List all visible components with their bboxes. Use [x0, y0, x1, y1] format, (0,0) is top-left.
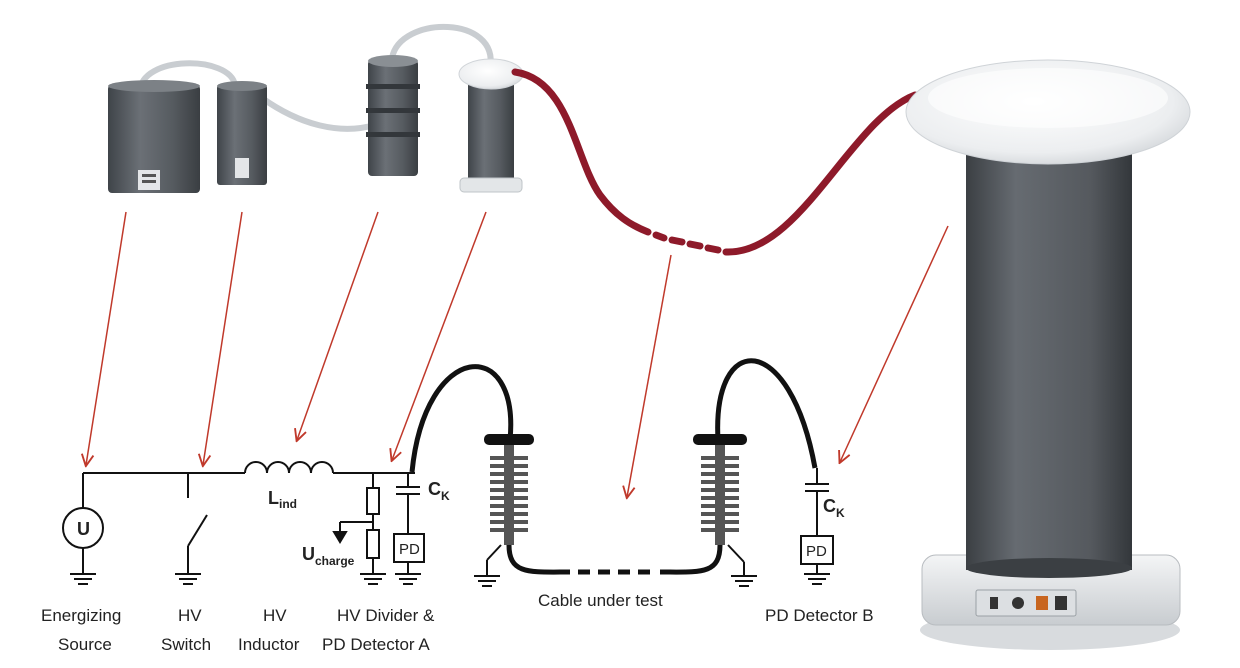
- caption-switch-line1: HV: [178, 606, 202, 625]
- coupling-capacitor-a: [393, 473, 425, 585]
- arrow-to-switch: [203, 211, 243, 465]
- cable-loop-right: [715, 358, 818, 469]
- arrow-to-divider: [392, 211, 487, 460]
- termination-right: [693, 434, 757, 587]
- charge-voltage-label: Ucharge: [302, 544, 355, 568]
- termination-left: [474, 434, 534, 587]
- hv-divider-unit: [458, 58, 524, 193]
- arrow-to-inductor: [297, 211, 379, 440]
- arrow-to-cable: [627, 254, 672, 497]
- source-symbol-label: U: [77, 519, 90, 539]
- caption-detector-b: PD Detector B: [765, 606, 874, 625]
- caption-switch-line2: Switch: [161, 635, 211, 654]
- arrow-to-detector-b: [840, 225, 949, 462]
- hose-3: [389, 23, 494, 69]
- hv-inductor-unit: [366, 55, 420, 176]
- cap-a-label: CK: [428, 479, 450, 503]
- arrow-group: [86, 211, 949, 497]
- caption-energizing-line2: Source: [58, 635, 112, 654]
- pd-detector-b-label: PD: [806, 543, 827, 560]
- inductor-symbol-label: Lind: [268, 488, 297, 511]
- resonant-test-tower: [905, 59, 1191, 650]
- red-hv-cable: [511, 68, 919, 256]
- caption-divider-line1: HV Divider &: [337, 606, 435, 625]
- pd-detector-a-label: PD: [399, 541, 420, 558]
- caption-divider-line2: PD Detector A: [322, 635, 430, 654]
- caption-energizing-line1: Energizing: [41, 606, 121, 625]
- caption-inductor-line2: Inductor: [238, 635, 300, 654]
- coupling-capacitor-b: [800, 468, 834, 585]
- divider-symbol: [332, 473, 386, 585]
- cable-loop-left: [409, 364, 514, 473]
- arrow-to-source: [86, 211, 127, 465]
- cap-b-label: CK: [823, 496, 845, 520]
- switch-symbol: [175, 473, 208, 585]
- inductor-symbol: [244, 461, 334, 474]
- caption-inductor-line1: HV: [263, 606, 287, 625]
- hose-2: [260, 95, 376, 132]
- caption-cable: Cable under test: [538, 591, 663, 610]
- energizing-source-unit: [108, 80, 200, 193]
- circuit-schematic: [62, 358, 834, 587]
- hv-switch-unit: [217, 81, 267, 185]
- cable-bottom-run: [506, 544, 723, 575]
